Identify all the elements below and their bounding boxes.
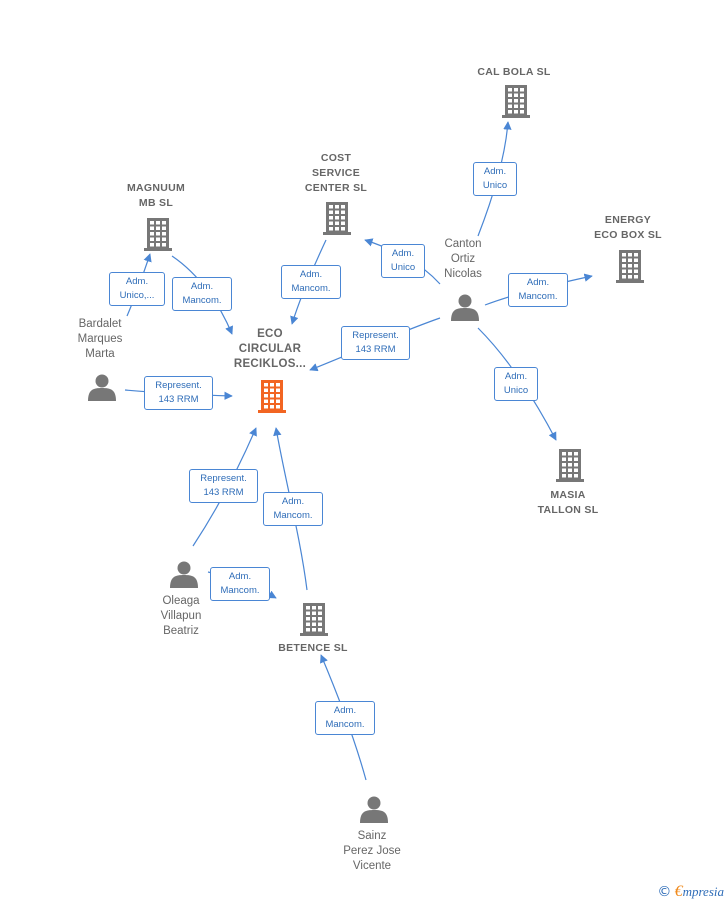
node-label-calbola[interactable]: CAL BOLA SL [477,66,551,78]
edge-label-oleaga-betence[interactable]: Adm. Mancom. [210,567,270,601]
edge-label-betence-eco[interactable]: Adm. Mancom. [263,492,323,526]
person-icon-bardalet[interactable] [88,374,116,402]
building-icon-calbola[interactable] [502,85,530,118]
building-icon-eco[interactable] [258,380,286,413]
edge-label-canton-energy[interactable]: Adm. Mancom. [508,273,568,307]
empresia-logo[interactable]: © €mpresia [657,883,724,901]
copyright-icon: © [657,884,672,900]
node-label-oleaga[interactable]: Oleaga Villapun Beatriz [160,595,202,637]
building-icon-masia[interactable] [556,449,584,482]
edge-label-sainz-betence[interactable]: Adm. Mancom. [315,701,375,735]
person-icon-canton[interactable] [451,294,479,322]
building-icons [144,85,644,636]
node-label-energy[interactable]: ENERGY ECO BOX SL [594,214,662,241]
node-label-cost[interactable]: COST SERVICE CENTER SL [304,152,368,194]
node-label-canton[interactable]: Canton Ortiz Nicolas [444,238,482,280]
edge-label-canton-eco[interactable]: Represent. 143 RRM [341,326,410,360]
node-label-eco[interactable]: ECO CIRCULAR RECIKLOS... [233,328,307,370]
building-icon-cost[interactable] [323,202,351,235]
person-icon-sainz[interactable] [360,796,388,824]
edge-label-bardalet-eco[interactable]: Represent. 143 RRM [144,376,213,410]
node-label-sainz[interactable]: Sainz Perez Jose Vicente [343,830,401,872]
building-icon-magnuum[interactable] [144,218,172,251]
person-icons [88,294,479,824]
person-icon-oleaga[interactable] [170,561,198,589]
brand-initial: € [674,883,683,900]
building-icon-betence[interactable] [300,603,328,636]
node-label-bardalet[interactable]: Bardalet Marques Marta [77,318,123,360]
edges [124,121,593,781]
edge-label-bardalet-magnuum[interactable]: Adm. Unico,... [109,272,165,306]
edge-label-canton-calbola[interactable]: Adm. Unico [473,162,517,196]
building-icon-energy[interactable] [616,250,644,283]
edge-label-canton-cost[interactable]: Adm. Unico [381,244,425,278]
edge-label-magnuum-eco[interactable]: Adm. Mancom. [172,277,232,311]
node-label-masia[interactable]: MASIA TALLON SL [537,489,599,516]
edge-label-oleaga-eco[interactable]: Represent. 143 RRM [189,469,258,503]
brand-name: mpresia [682,884,724,899]
node-label-magnuum[interactable]: MAGNUUM MB SL [126,182,186,209]
node-label-betence[interactable]: BETENCE SL [278,642,348,654]
edge-label-canton-masia[interactable]: Adm. Unico [494,367,538,401]
edge-label-cost-eco[interactable]: Adm. Mancom. [281,265,341,299]
